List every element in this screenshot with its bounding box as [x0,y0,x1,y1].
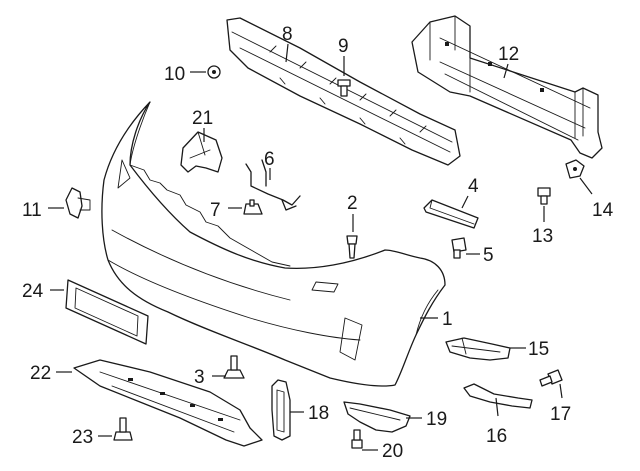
part-17-bolt [539,369,563,387]
part-6-bracket [245,159,301,211]
callout-label-11: 11 [22,200,42,221]
callout-label-21: 21 [192,108,213,129]
callout-21: 21 [192,108,213,142]
part-22-splash-shield [73,359,263,447]
callout-7: 7 [210,200,242,221]
callout-16: 16 [486,397,507,447]
callout-8: 8 [282,24,293,63]
part-9-bolt [337,79,351,97]
callout-label-24: 24 [22,281,44,302]
callout-24: 24 [22,281,64,302]
part-14-nut [565,159,585,179]
callout-label-20: 20 [382,441,403,462]
callout-label-12: 12 [498,44,519,65]
callout-label-6: 6 [264,149,275,170]
callout-label-3: 3 [194,367,205,388]
part-5-bolt [451,237,467,259]
part-10-clip [207,65,221,79]
part-15-bracket [445,337,511,361]
callout-17: 17 [550,383,571,425]
callout-label-14: 14 [592,200,614,221]
callout-3: 3 [194,367,226,388]
callout-label-18: 18 [308,403,329,424]
part-4-bracket [423,199,479,229]
part-11-side-bracket [65,187,91,219]
callout-label-10: 10 [164,64,185,85]
callout-6: 6 [264,149,275,180]
callout-label-23: 23 [72,427,93,448]
callout-11: 11 [22,200,64,221]
callout-2: 2 [347,193,358,232]
callout-label-17: 17 [550,404,571,425]
callout-label-4: 4 [468,176,479,197]
callout-15: 15 [510,339,549,360]
callout-14: 14 [579,177,614,221]
callout-label-1: 1 [442,309,453,330]
callout-12: 12 [498,44,519,79]
callout-13: 13 [532,206,553,247]
part-24-license-plate-bracket [65,279,149,345]
callout-label-8: 8 [282,24,293,45]
callout-label-15: 15 [528,339,549,360]
callout-20: 20 [362,441,403,462]
callout-label-5: 5 [483,245,494,266]
callout-10: 10 [164,64,206,85]
part-18-reflector [271,379,291,441]
part-12-reinforcement-beam [411,15,603,159]
callout-label-22: 22 [30,363,51,384]
callout-19: 19 [406,409,447,430]
callout-label-7: 7 [210,200,221,221]
callout-label-9: 9 [338,36,349,57]
callout-23: 23 [72,427,112,448]
callout-5: 5 [466,245,494,266]
part-13-bolt [537,187,551,205]
part-19-trim [343,401,411,433]
part-2-clip [346,235,358,259]
callout-label-16: 16 [486,426,507,447]
callout-4: 4 [461,176,479,209]
part-23-clip [113,417,133,441]
callout-22: 22 [30,363,72,384]
callout-label-2: 2 [347,193,358,214]
part-7-clip [243,199,263,215]
callout-18: 18 [290,403,329,424]
part-16-bracket [463,383,533,409]
callout-1: 1 [420,309,453,330]
part-21-bracket [180,131,223,173]
callout-label-19: 19 [426,409,447,430]
part-3-clip [223,355,245,379]
part-1-bumper-cover [101,101,446,387]
callout-label-13: 13 [532,226,553,247]
callout-9: 9 [338,36,349,76]
part-20-bolt [351,429,363,449]
